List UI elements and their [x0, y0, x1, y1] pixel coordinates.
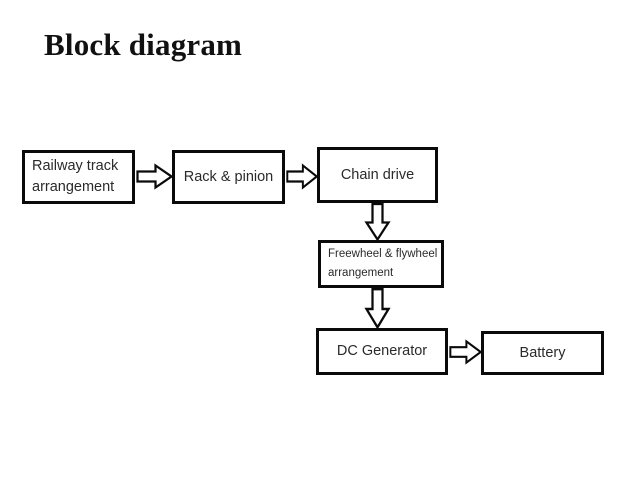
- page-title: Block diagram: [44, 27, 243, 62]
- block-battery-label: Battery: [519, 344, 566, 361]
- block-chain-drive: Chain drive: [317, 147, 438, 203]
- block-chain-drive-label: Chain drive: [340, 166, 415, 183]
- block-dc-generator-label: DC Generator: [336, 343, 428, 359]
- arrow-chain-to-freewheel: [363, 203, 392, 241]
- arrow-railway-to-rack: [136, 162, 173, 191]
- block-dc-generator: DC Generator: [316, 328, 448, 375]
- block-rack-pinion: Rack & pinion: [172, 150, 285, 204]
- arrow-rack-to-chain: [286, 162, 318, 191]
- arrow-generator-to-battery: [449, 338, 482, 366]
- block-battery: Battery: [481, 331, 604, 375]
- block-rack-pinion-label: Rack & pinion: [183, 168, 274, 185]
- arrow-freewheel-to-generator: [363, 288, 392, 329]
